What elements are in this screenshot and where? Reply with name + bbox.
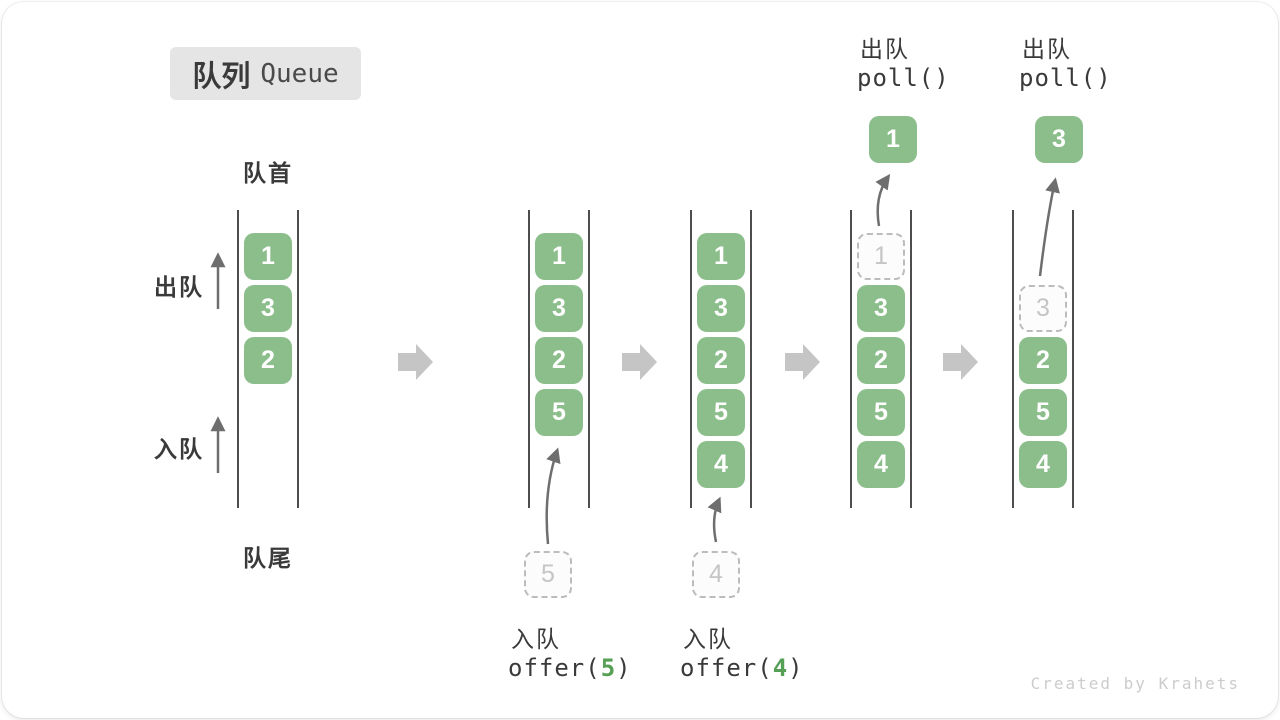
queue-item: 3 (535, 285, 583, 332)
queue-wall (850, 210, 852, 508)
queue-item: 4 (857, 441, 905, 488)
queue-item: 5 (857, 389, 905, 436)
queue-wall (910, 210, 912, 508)
queue-item: 5 (535, 389, 583, 436)
enqueue-op-code: offer(4) (680, 654, 804, 682)
staged-item-placeholder: 4 (692, 551, 740, 598)
code-text: ) (788, 654, 804, 682)
queue-wall (528, 210, 530, 508)
queue-item: 2 (1019, 337, 1067, 384)
code-text: ) (616, 654, 632, 682)
queue-item: 5 (697, 389, 745, 436)
queue-wall (588, 210, 590, 508)
queue-item: 1 (697, 233, 745, 280)
queue-item: 2 (857, 337, 905, 384)
queue-item: 3 (857, 285, 905, 332)
dequeue-op-label: 出队 (1022, 36, 1072, 62)
dequeue-side-label: 出队 (154, 274, 204, 300)
queue-item: 3 (697, 285, 745, 332)
queue-item: 5 (1019, 389, 1067, 436)
code-text: offer( (508, 654, 601, 682)
dequeue-op-code: poll() (857, 64, 950, 92)
queue-item: 2 (244, 337, 292, 384)
queue-item: 2 (697, 337, 745, 384)
title-en: Queue (260, 58, 339, 89)
queue-item: 4 (697, 441, 745, 488)
popped-item: 1 (869, 116, 917, 163)
removed-item-placeholder: 1 (857, 233, 905, 280)
queue-item: 2 (535, 337, 583, 384)
queue-wall (690, 210, 692, 508)
title-zh: 队列 (192, 60, 251, 93)
enqueue-side-label: 入队 (154, 436, 204, 462)
queue-wall (237, 210, 239, 508)
queue-wall (750, 210, 752, 508)
queue-item: 1 (244, 233, 292, 280)
queue-item: 3 (244, 285, 292, 332)
dequeue-op-code: poll() (1019, 64, 1112, 92)
queue-item: 4 (1019, 441, 1067, 488)
watermark: Created by Krahets (1030, 674, 1240, 693)
queue-rear-label: 队尾 (243, 545, 293, 571)
code-text: offer( (680, 654, 773, 682)
dequeue-op-label: 出队 (860, 36, 910, 62)
diagram-title: 队列 Queue (170, 47, 361, 100)
enqueue-op-label: 入队 (683, 626, 733, 652)
enqueue-op-code: offer(5) (508, 654, 632, 682)
queue-wall (1012, 210, 1014, 508)
popped-item: 3 (1035, 116, 1083, 163)
staged-item-placeholder: 5 (524, 551, 572, 598)
removed-item-placeholder: 3 (1019, 285, 1067, 332)
queue-wall (1072, 210, 1074, 508)
code-arg: 4 (772, 654, 789, 682)
queue-wall (297, 210, 299, 508)
queue-item: 1 (535, 233, 583, 280)
queue-front-label: 队首 (243, 160, 293, 186)
enqueue-op-label: 入队 (511, 626, 561, 652)
code-arg: 5 (600, 654, 617, 682)
